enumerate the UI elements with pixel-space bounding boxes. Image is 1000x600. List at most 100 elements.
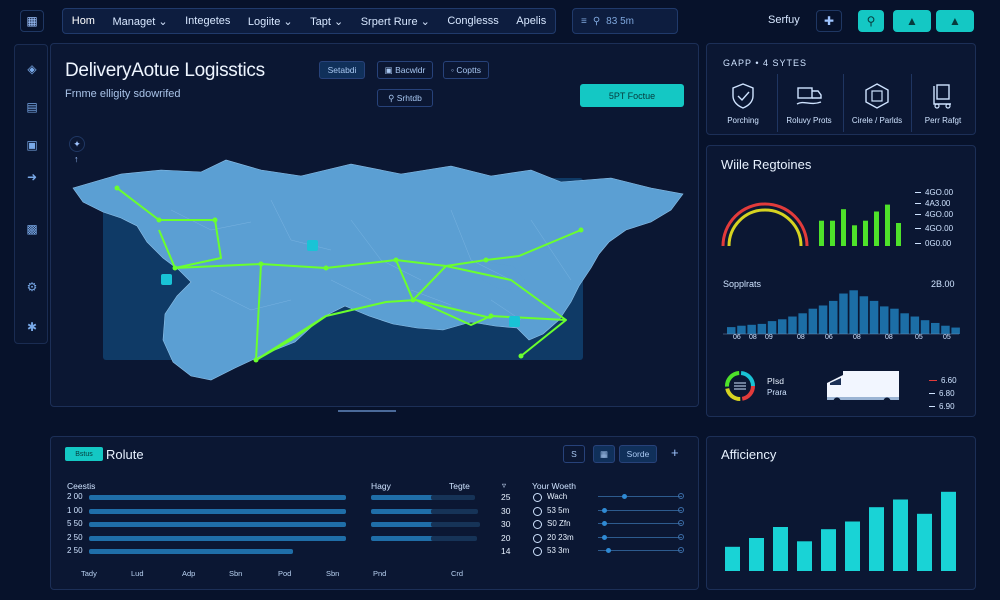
histogram-bar (839, 293, 848, 334)
category-porching[interactable]: Porching (711, 80, 775, 130)
page-subtitle: Frnme elligity sdowrifed (65, 88, 181, 100)
histogram-bar (890, 308, 899, 334)
menu-lines-icon[interactable]: ≡ (581, 15, 587, 27)
profile-button[interactable]: ▲ (936, 10, 974, 32)
histogram-bar (931, 322, 940, 334)
nav-item-apps[interactable]: Apelis (516, 15, 547, 27)
bar-secondary (371, 495, 441, 500)
progress-slider[interactable] (598, 506, 684, 513)
progress-slider[interactable] (598, 493, 684, 499)
slider-knob[interactable] (602, 521, 607, 526)
progress-slider[interactable] (598, 533, 684, 540)
nav-item-logistics[interactable]: Logiite ⌄ (247, 15, 293, 28)
route-map[interactable] (51, 130, 700, 400)
truck-icon[interactable]: ▣ (26, 138, 38, 152)
clock-icon (533, 493, 542, 502)
scroll-handle[interactable] (338, 410, 396, 412)
route-node (172, 265, 178, 271)
nav-item-support[interactable]: Srpert Rure ⌄ (360, 15, 430, 28)
divider (777, 74, 778, 132)
green-bar (863, 220, 868, 246)
sort-icon[interactable]: ▿ (502, 481, 507, 490)
routes-panel: Bstus Rolute S ▦ Sorde + Ceestis Hagy Te… (50, 436, 699, 590)
map-landmass (72, 159, 684, 381)
map-icon[interactable]: ◈ (27, 62, 37, 76)
expand-icon[interactable]: ✚ (816, 10, 842, 32)
category-delivery[interactable]: Roluvy Prots (777, 80, 841, 130)
slider-knob[interactable] (602, 507, 607, 513)
progress-slider[interactable] (598, 520, 684, 526)
nav-item-congress[interactable]: Conglesss (447, 15, 499, 27)
histogram-bar (757, 323, 767, 334)
histogram-bar (900, 313, 909, 334)
search-tab-button[interactable]: ⚲ Srhtdb (377, 89, 433, 107)
search-input[interactable]: ≡ ⚲ 83 5m (572, 8, 678, 34)
x-axis-label: Pod (278, 569, 292, 578)
box-dolly-icon (911, 80, 975, 112)
progress-slider[interactable] (598, 547, 684, 553)
nav-item-tapt[interactable]: Tapt ⌄ (310, 15, 344, 28)
bar-primary (89, 508, 346, 514)
nav-item-home[interactable]: Hom (71, 15, 95, 27)
x-axis-label: Adp (182, 569, 196, 578)
app-menu-icon[interactable]: ▦ (20, 10, 44, 32)
slider-knob[interactable] (622, 494, 627, 499)
add-icon[interactable]: + (671, 445, 679, 460)
route-node (393, 257, 399, 263)
x-axis-label: Sbn (229, 569, 243, 578)
row-count: 14 (501, 546, 511, 556)
category-parcels[interactable]: Cirele / Parlds (845, 80, 909, 130)
nav-item-manage[interactable]: Managet ⌄ (112, 15, 168, 28)
green-bar (819, 220, 824, 246)
route-node (518, 353, 524, 359)
slider-knob[interactable] (606, 548, 611, 553)
histogram-bar (859, 296, 869, 334)
legend-item: 0G0.00 (915, 239, 951, 248)
search-button[interactable]: ⚲ (858, 10, 884, 32)
settings-icon[interactable]: ⚙ (26, 280, 38, 294)
route-line-coast (255, 299, 492, 361)
route-node (483, 257, 489, 263)
send-button[interactable]: ▲ (893, 10, 931, 32)
legend-item: 4GO.00 (915, 224, 953, 233)
route-node (578, 227, 584, 233)
backorder-button[interactable]: ▣ Bacwldr (377, 61, 433, 79)
category-label: Roluvy Prots (786, 116, 832, 125)
route-node (253, 357, 259, 363)
bar-tertiary (431, 522, 481, 527)
histogram-bar (941, 325, 950, 334)
grid-icon[interactable]: ▦ (593, 445, 615, 463)
compass-icon[interactable]: ✦ (69, 136, 85, 152)
histogram-bar (849, 290, 858, 334)
status-badge[interactable]: Bstus (65, 447, 103, 461)
histogram-x-label: 08 (749, 334, 757, 341)
histogram-bar (951, 327, 960, 334)
clock-icon (533, 547, 542, 556)
column-header: Your Woeth (532, 481, 576, 491)
efficiency-bar (773, 527, 788, 571)
puzzle-icon[interactable]: ✱ (26, 320, 38, 334)
slider-end (678, 547, 684, 553)
slider-knob[interactable] (602, 534, 607, 540)
search-value: 83 5m (606, 15, 634, 27)
sort-button[interactable]: Sorde (619, 445, 657, 463)
row-value: 20 23m (547, 532, 574, 542)
setup-button[interactable]: Setabdi (319, 61, 365, 79)
green-bar (896, 223, 901, 246)
nav-item-integrations[interactable]: Integetes (185, 15, 231, 27)
user-label[interactable]: Serfuy (768, 14, 800, 26)
route-nodes (114, 185, 584, 363)
copy-button[interactable]: ◦ Coptts (443, 61, 489, 79)
s-button[interactable]: S (563, 445, 585, 463)
histogram-bar (798, 313, 807, 334)
histogram-bar (910, 316, 920, 334)
document-icon[interactable]: ▤ (26, 100, 38, 114)
bar-secondary (371, 522, 441, 527)
divider (843, 74, 844, 132)
x-axis-label: Lud (131, 569, 144, 578)
route-icon[interactable]: ➜ (26, 170, 38, 184)
shield-truck-icon (711, 80, 775, 112)
chart-icon[interactable]: ▩ (26, 222, 38, 236)
category-freight[interactable]: Perr Rafgt (911, 80, 975, 130)
primary-action-button[interactable]: 5PT Foctue (580, 84, 684, 107)
